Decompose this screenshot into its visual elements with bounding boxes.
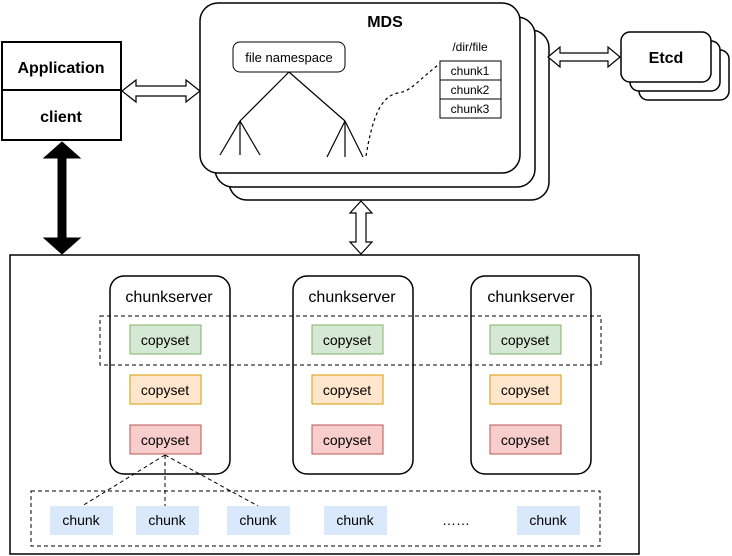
copyset-label: copyset	[323, 432, 371, 448]
copyset-red[interactable]	[489, 424, 562, 455]
chunk-box[interactable]	[50, 506, 113, 535]
copyset-red[interactable]	[129, 424, 202, 455]
chunk-box[interactable]	[136, 506, 199, 535]
chunk-box[interactable]	[517, 506, 580, 535]
copyset-green[interactable]	[129, 324, 202, 355]
chunk-label: chunk	[62, 512, 100, 528]
mds-title: MDS	[367, 14, 403, 31]
mds-etcd-arrow	[547, 45, 621, 69]
copyset-green[interactable]	[311, 324, 384, 355]
etcd-box[interactable]	[620, 31, 712, 83]
copyset-label: copyset	[501, 432, 549, 448]
copyset-label: copyset	[501, 382, 549, 398]
file-link-dashed	[365, 61, 443, 157]
chunk-list-item-3	[439, 98, 502, 119]
copyset-orange[interactable]	[489, 374, 562, 405]
chunk-label: chunk	[529, 512, 567, 528]
chunk-list: chunk1 chunk2 chunk3	[439, 60, 502, 119]
mds-cluster-arrow	[348, 200, 374, 255]
chunk-box[interactable]	[227, 506, 290, 535]
copyset-red[interactable]	[311, 424, 384, 455]
chunk-list-label-1: chunk1	[451, 64, 490, 78]
chunk-box[interactable]	[324, 506, 387, 535]
copyset-label: copyset	[141, 332, 189, 348]
chunk-label: chunk	[336, 512, 374, 528]
client-mds-arrow	[121, 78, 201, 104]
chunk-ellipsis: ……	[442, 512, 470, 528]
client-cluster-arrow	[42, 141, 82, 255]
chunk-group-dashed	[30, 490, 601, 547]
copyset-label: copyset	[323, 332, 371, 348]
copyset-chunk-links	[81, 454, 259, 507]
copyset-orange[interactable]	[311, 374, 384, 405]
chunk-label: chunk	[148, 512, 186, 528]
file-namespace-label: file namespace	[245, 50, 332, 65]
copyset-label: copyset	[501, 332, 549, 348]
application-label: Application	[17, 60, 104, 77]
chunkserver-label: chunkserver	[308, 289, 396, 306]
path-label: /dir/file	[452, 40, 488, 54]
copyset-orange[interactable]	[129, 374, 202, 405]
copyset-label: copyset	[141, 432, 189, 448]
namespace-tree	[219, 71, 364, 158]
chunk-list-label-2: chunk2	[451, 83, 490, 97]
chunkserver-label: chunkserver	[125, 289, 213, 306]
mds-cluster: MDS file namespace /dir/file chunk1 chun…	[199, 2, 550, 201]
etcd-label: Etcd	[649, 50, 684, 67]
copyset-label: copyset	[141, 382, 189, 398]
chunk-list-label-3: chunk3	[451, 102, 490, 116]
chunk-label: chunk	[239, 512, 277, 528]
client-label: client	[40, 109, 82, 126]
application-client: Application client	[1, 41, 122, 141]
copyset-label: copyset	[323, 382, 371, 398]
copyset-group-dashed	[99, 315, 602, 366]
etcd-cluster: Etcd	[620, 31, 730, 101]
copyset-green[interactable]	[489, 324, 562, 355]
chunkserver-label: chunkserver	[487, 289, 575, 306]
